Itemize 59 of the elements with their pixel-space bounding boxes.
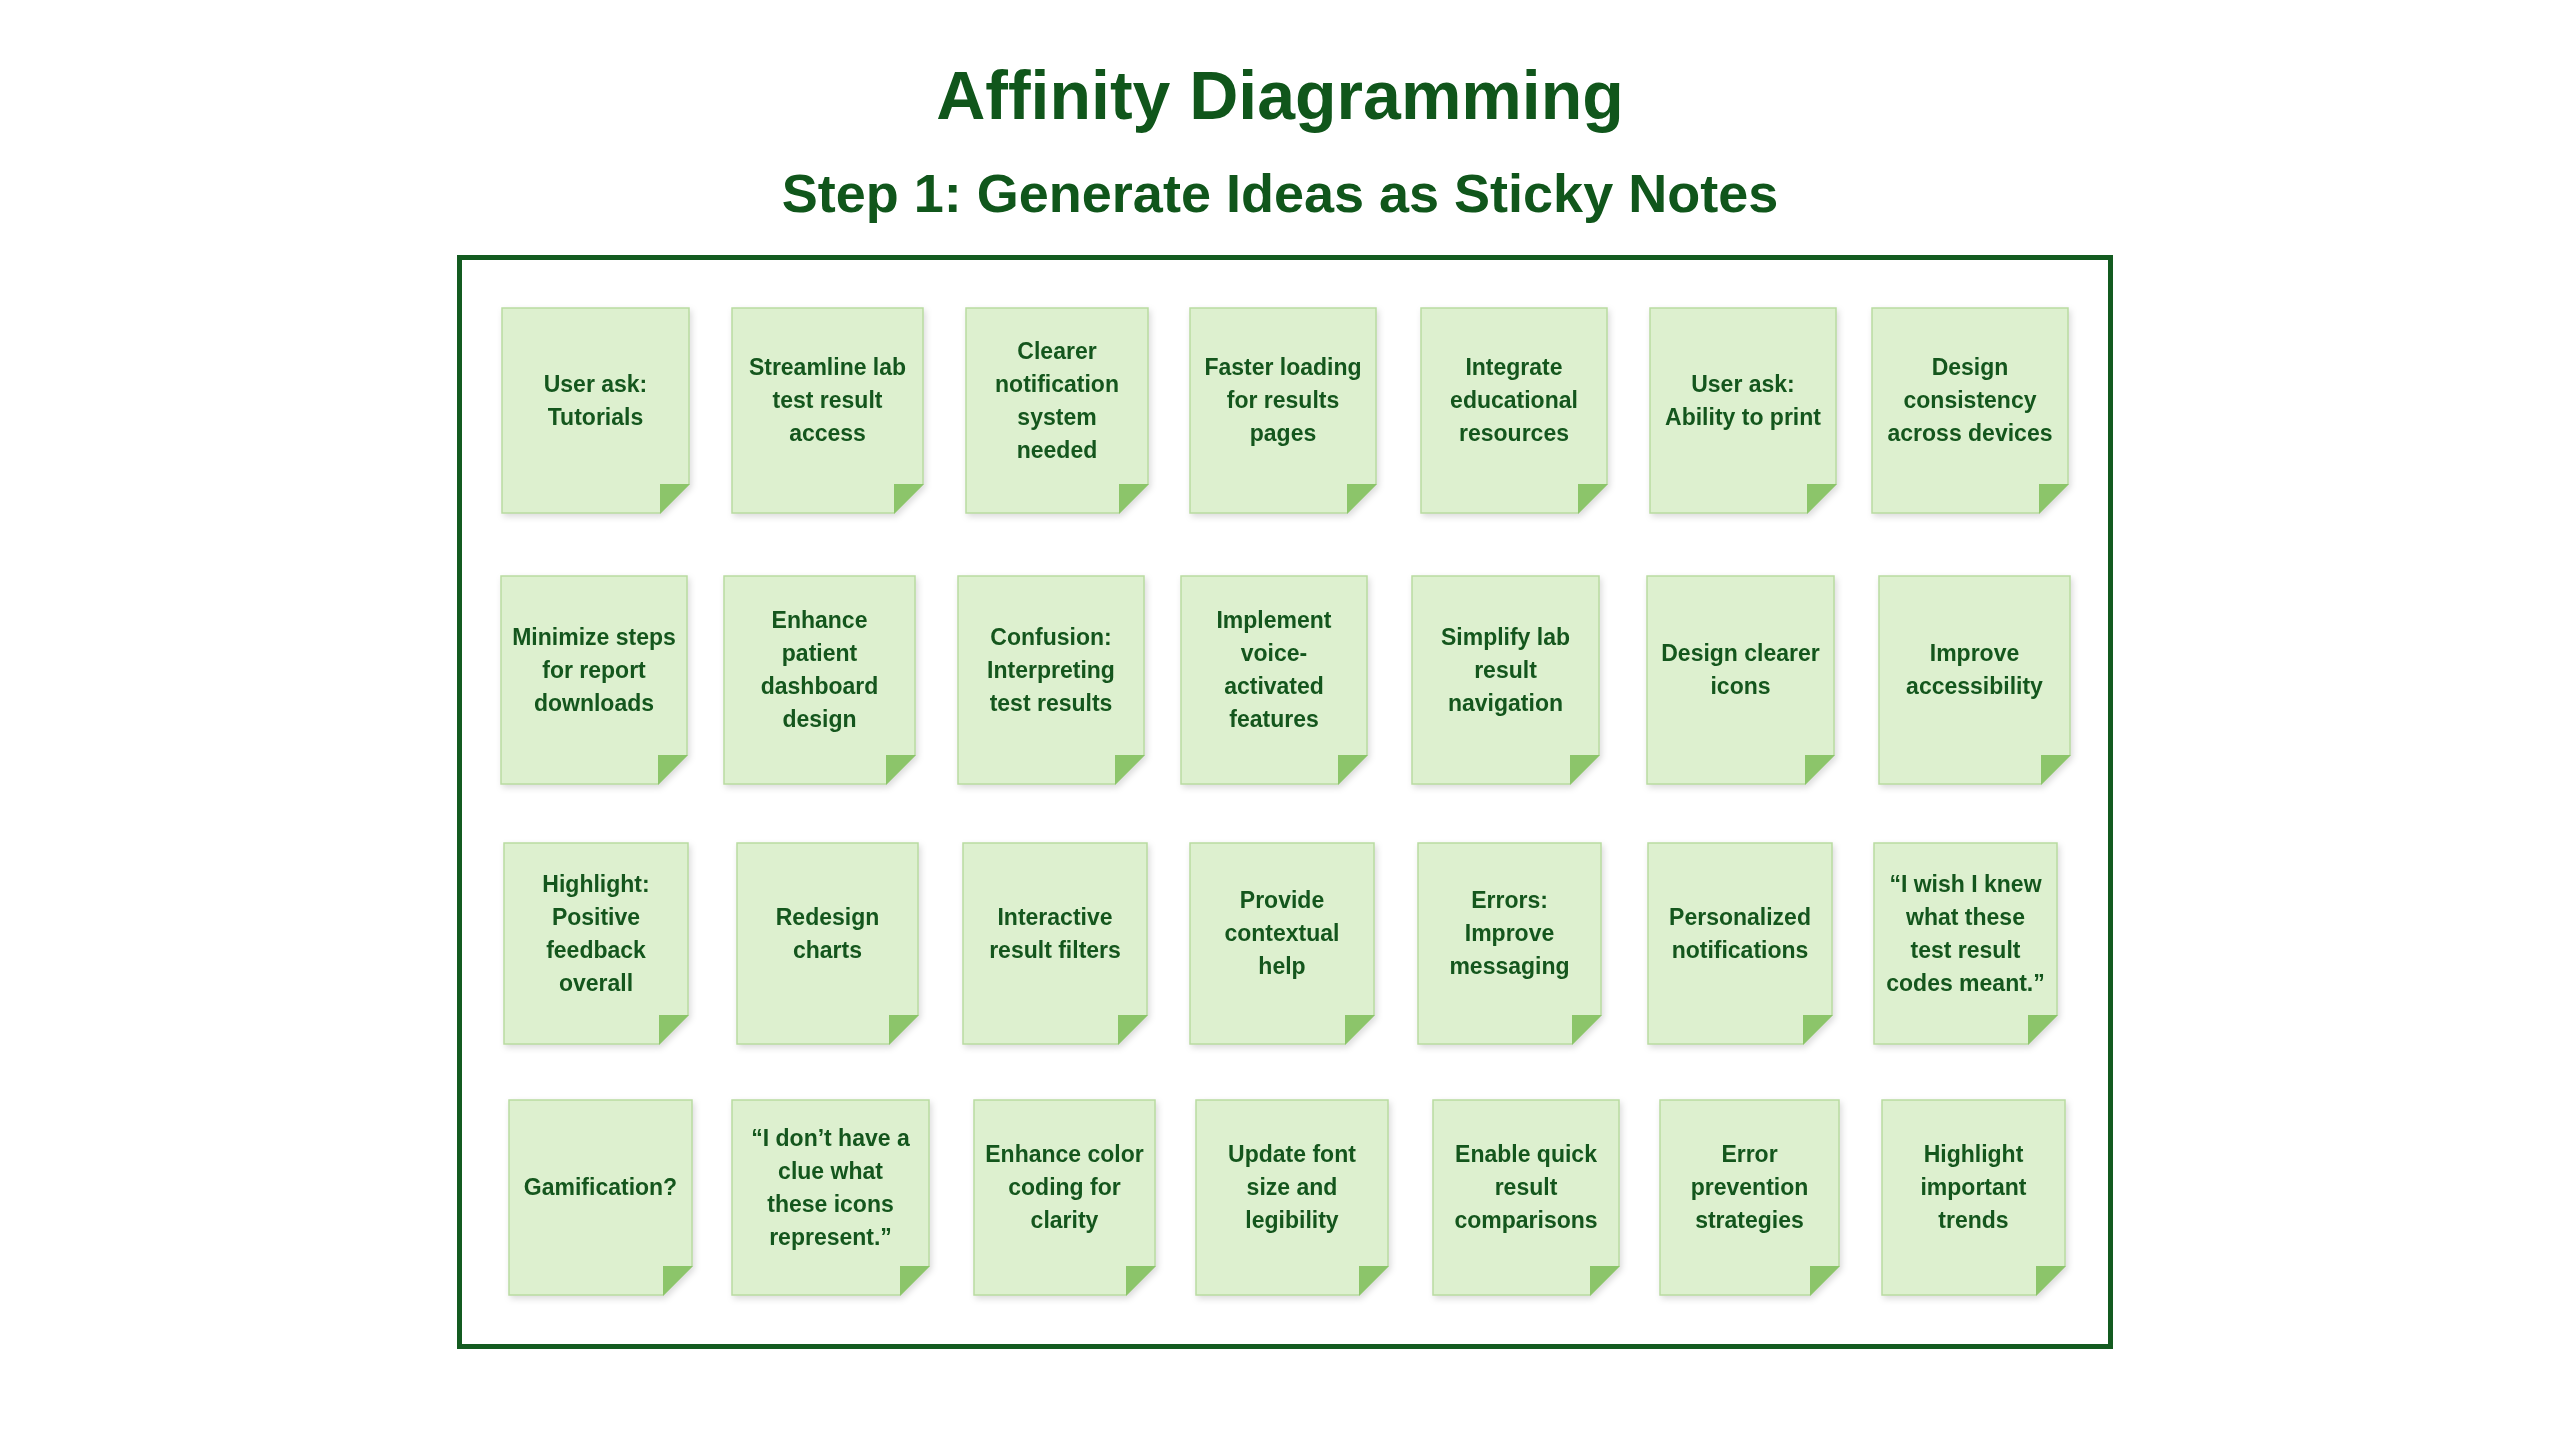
sticky-note	[1189, 307, 1377, 514]
note-text: Enhance patient dashboard design	[759, 606, 880, 734]
sticky-note	[965, 307, 1149, 514]
sticky-note	[1647, 842, 1833, 1045]
note-text: Clearer notification system needed	[994, 336, 1120, 465]
sticky-note	[962, 842, 1148, 1045]
note-text: “I don’t have a clue what these icons represent.”	[750, 1123, 911, 1252]
note-text: Integrate educational resources	[1449, 353, 1579, 448]
board-frame	[457, 255, 2113, 1349]
note-text: Highlight: Positive feedback overall	[541, 869, 651, 998]
sticky-note	[723, 575, 916, 785]
sticky-note	[503, 842, 689, 1045]
sticky-note	[501, 307, 690, 514]
sticky-note	[1180, 575, 1368, 785]
note-text: Highlight important trends	[1919, 1140, 2028, 1235]
sticky-note	[731, 307, 924, 514]
note-text: Confusion: Interpreting test results	[986, 622, 1116, 718]
note-text: Streamline lab test result access	[747, 353, 908, 448]
note-text: Error prevention strategies	[1689, 1140, 1810, 1235]
note-text: Implement voice-activated features	[1215, 606, 1333, 734]
diagram-subtitle: Step 1: Generate Ideas as Sticky Notes	[781, 162, 1779, 225]
sticky-note	[736, 842, 919, 1045]
note-text: Enhance color coding for clarity	[984, 1140, 1145, 1235]
sticky-note	[1646, 575, 1835, 785]
sticky-note	[957, 575, 1145, 785]
note-text: User ask: Ability to print	[1664, 369, 1822, 432]
sticky-note	[1873, 842, 2058, 1045]
sticky-note	[1659, 1099, 1840, 1296]
note-text: Gamification?	[523, 1173, 678, 1202]
note-text: Improve accessibility	[1905, 639, 2044, 701]
sticky-note	[731, 1099, 930, 1296]
note-text: Minimize steps for report downloads	[511, 622, 677, 718]
sticky-note	[508, 1099, 693, 1296]
note-text: Enable quick result comparisons	[1453, 1140, 1599, 1235]
sticky-note	[1649, 307, 1837, 514]
note-text: Faster loading for results pages	[1203, 353, 1363, 448]
sticky-note	[1878, 575, 2071, 785]
sticky-note	[1189, 842, 1375, 1045]
sticky-note	[1195, 1099, 1389, 1296]
note-text: User ask: Tutorials	[542, 369, 649, 432]
diagram-title: Affinity Diagramming	[936, 56, 1624, 135]
sticky-note	[1871, 307, 2069, 514]
sticky-note	[1417, 842, 1602, 1045]
note-text: Errors: Improve messaging	[1448, 886, 1571, 981]
note-text: Design clearer icons	[1660, 639, 1821, 701]
sticky-note	[1881, 1099, 2066, 1296]
note-text: Provide contextual help	[1223, 886, 1341, 981]
sticky-note	[1432, 1099, 1620, 1296]
sticky-note	[1411, 575, 1600, 785]
note-text: Redesign charts	[774, 902, 881, 965]
note-text: Update font size and legibility	[1227, 1140, 1357, 1235]
sticky-note	[1420, 307, 1608, 514]
note-text: Personalized notifications	[1668, 902, 1812, 965]
note-text: Simplify lab result navigation	[1439, 622, 1572, 718]
sticky-note	[500, 575, 688, 785]
note-text: Design consistency across devices	[1887, 353, 2053, 448]
sticky-note	[973, 1099, 1156, 1296]
note-text: “I wish I knew what these test result codes meant.”	[1885, 869, 2046, 998]
note-text: Interactive result filters	[988, 902, 1122, 965]
